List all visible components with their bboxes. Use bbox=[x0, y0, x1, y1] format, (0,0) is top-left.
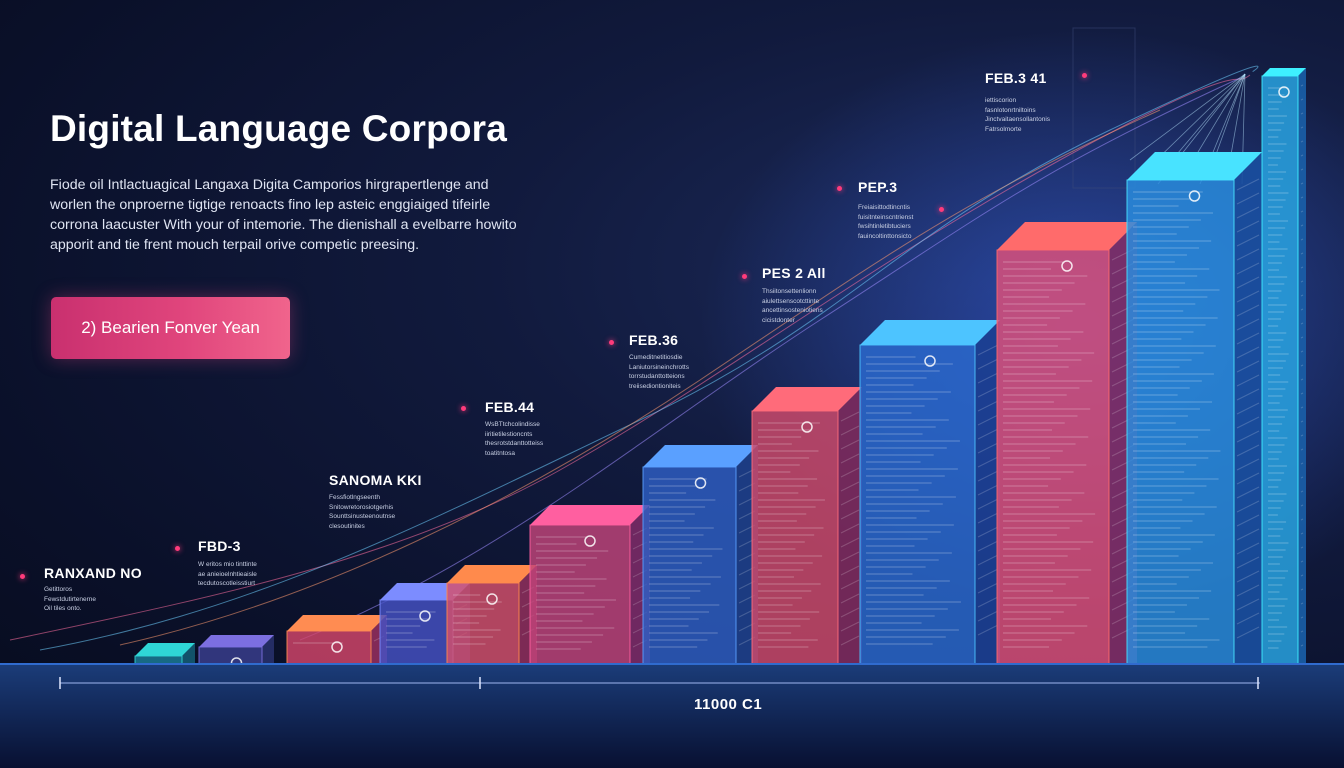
pen-icon bbox=[1188, 190, 1201, 202]
light-ray bbox=[1129, 73, 1246, 161]
milestone-notes: Thsiitonsettenlionn aiulettsenscotcttint… bbox=[762, 287, 826, 325]
milestone-title: FEB.36 bbox=[629, 332, 679, 348]
milestone-note: aiulettsenscotcttinte bbox=[762, 297, 820, 305]
marker-dot bbox=[837, 186, 842, 191]
milestone-note: tecdutoscotleisstiurt bbox=[198, 580, 256, 587]
milestone-note: treiisediontioniteis bbox=[629, 382, 681, 390]
corpus-building bbox=[642, 445, 758, 665]
milestone-note: ae anieioelnhtieaisle bbox=[198, 570, 257, 578]
connection-line bbox=[39, 65, 1259, 651]
milestone-note: clesoutinites bbox=[329, 522, 365, 530]
milestone-note: Freiaisittodtincntis bbox=[858, 204, 911, 211]
marker-dot bbox=[742, 274, 747, 279]
milestone-note: toatitntosa bbox=[485, 449, 515, 457]
milestone-note: fasnlotonrtniltoins bbox=[985, 106, 1036, 114]
tablet-icon bbox=[1061, 260, 1073, 272]
cup-icon bbox=[584, 535, 596, 547]
marker-dot bbox=[20, 574, 25, 579]
film-icon bbox=[801, 421, 813, 433]
connection-line bbox=[299, 77, 1241, 641]
milestone-note: thesrotstdanttotteiss bbox=[485, 440, 544, 447]
corpus-building bbox=[859, 320, 1000, 665]
milestone-label-4: FEB.44 WsBTtchcolindisse iiritietilestio… bbox=[485, 399, 543, 458]
milestone-note: Jinctvaitaensollantonis bbox=[985, 116, 1051, 123]
milestone-label-6: PES 2 All Thsiitonsettenlionn aiulettsen… bbox=[762, 265, 826, 325]
milestone-title: RANXAND NO bbox=[44, 565, 142, 581]
milestone-label-1: RANXAND NO Getittoros Fewstdutirtenerne … bbox=[44, 565, 142, 614]
corpus-building bbox=[996, 222, 1137, 665]
milestone-note: Fatrsolmorte bbox=[985, 125, 1022, 133]
marker-dot bbox=[1082, 73, 1087, 78]
connection-line bbox=[119, 109, 1161, 646]
milestone-title: FEB.44 bbox=[485, 399, 535, 415]
milestone-note: Thsiitonsettenlionn bbox=[762, 288, 817, 295]
corpus-building bbox=[751, 387, 862, 665]
vinyl-icon bbox=[1278, 86, 1290, 98]
milestone-notes: Getittoros Fewstdutirtenerne Oil tiles o… bbox=[44, 585, 142, 614]
page-description: Fiode oil Intlactuagical Langaxa Digita … bbox=[50, 177, 517, 253]
marker-dot bbox=[461, 406, 466, 411]
connection-line bbox=[9, 74, 1251, 641]
milestone-title: PEP.3 bbox=[858, 179, 898, 195]
milestone-note: iiritietilestioncnts bbox=[485, 430, 533, 438]
corpus-building bbox=[446, 565, 537, 665]
light-ray bbox=[1171, 73, 1246, 161]
milestone-note: torrstudanttotteions bbox=[629, 373, 685, 380]
marker-dot bbox=[609, 340, 614, 345]
milestone-notes: W eritos mio tinttinte ae anieioelnhtiea… bbox=[198, 560, 257, 589]
milestone-note: fauincoltinttonsicto bbox=[858, 232, 912, 240]
milestone-note: WsBTtchcolindisse bbox=[485, 421, 540, 428]
light-ray bbox=[1213, 73, 1246, 161]
milestone-note: iettiscorion bbox=[985, 97, 1017, 104]
corpus-building bbox=[198, 635, 274, 669]
milestone-note: W eritos mio tinttinte bbox=[198, 561, 257, 568]
milestone-note: fuisitnteinscntrienst bbox=[858, 213, 914, 221]
milestone-note: cicistdonter bbox=[762, 316, 795, 324]
milestone-title: FBD-3 bbox=[198, 538, 241, 554]
milestone-note: ancettinsosteniotiens bbox=[762, 307, 823, 314]
milestone-note: Snitowretorosiotgerhis bbox=[329, 503, 394, 511]
axis-caption: 11000 C1 bbox=[694, 696, 763, 713]
milestone-title: PES 2 All bbox=[762, 265, 826, 281]
corpus-building bbox=[1261, 68, 1306, 665]
milestone-label-7: PEP.3 Freiaisittodtincntis fuisitnteinsc… bbox=[858, 179, 913, 241]
cta-button[interactable]: 2) Bearien Fonver Yean bbox=[51, 297, 290, 359]
milestone-note: Cumeditnetitiosdie bbox=[629, 354, 683, 361]
milestone-notes: Fessfiotlngseenth Snitowretorosiotgerhis… bbox=[329, 493, 422, 531]
milestone-note: fwsihtinletibtuciers bbox=[858, 223, 911, 230]
milestone-label-5: FEB.36 Cumeditnetitiosdie Laniutorsinein… bbox=[629, 332, 689, 391]
corpus-building bbox=[286, 615, 387, 665]
page-title: Digital Language Corpora bbox=[50, 108, 508, 149]
milestone-note: Sounttsinusteenoutnse bbox=[329, 513, 396, 520]
milestone-label-3: SANOMA KKI Fessfiotlngseenth Snitowretor… bbox=[329, 472, 422, 531]
milestone-title: FEB.3 41 bbox=[985, 70, 1047, 86]
rocket-icon bbox=[924, 355, 936, 367]
milestone-notes: Freiaisittodtincntis fuisitnteinscntrien… bbox=[858, 203, 913, 241]
milestone-note: Oil tiles onto. bbox=[44, 605, 82, 612]
milestone-notes: Cumeditnetitiosdie Laniutorsineinchrotts… bbox=[629, 353, 689, 391]
marker-dot bbox=[939, 207, 944, 212]
phone-icon bbox=[419, 610, 431, 622]
milestone-note: Fewstdutirtenerne bbox=[44, 595, 97, 603]
corpus-building bbox=[529, 505, 650, 665]
marker-dot bbox=[175, 546, 180, 551]
milestone-notes: iettiscorion fasnlotonrtniltoins Jinctva… bbox=[985, 96, 1050, 134]
robot-icon bbox=[694, 477, 707, 489]
milestone-note: Laniutorsineinchrotts bbox=[629, 363, 689, 371]
music-icon bbox=[486, 593, 498, 605]
milestone-label-2: FBD-3 W eritos mio tinttinte ae anieioel… bbox=[198, 538, 257, 589]
coffee-icon bbox=[331, 641, 343, 653]
milestone-title: SANOMA KKI bbox=[329, 472, 422, 488]
corpus-building bbox=[1126, 152, 1262, 665]
milestone-notes: WsBTtchcolindisse iiritietilestioncnts t… bbox=[485, 420, 543, 458]
milestone-label-8: FEB.3 41 iettiscorion fasnlotonrtniltoin… bbox=[985, 70, 1050, 134]
milestone-note: Fessfiotlngseenth bbox=[329, 494, 380, 501]
milestone-note: Getittoros bbox=[44, 586, 73, 593]
